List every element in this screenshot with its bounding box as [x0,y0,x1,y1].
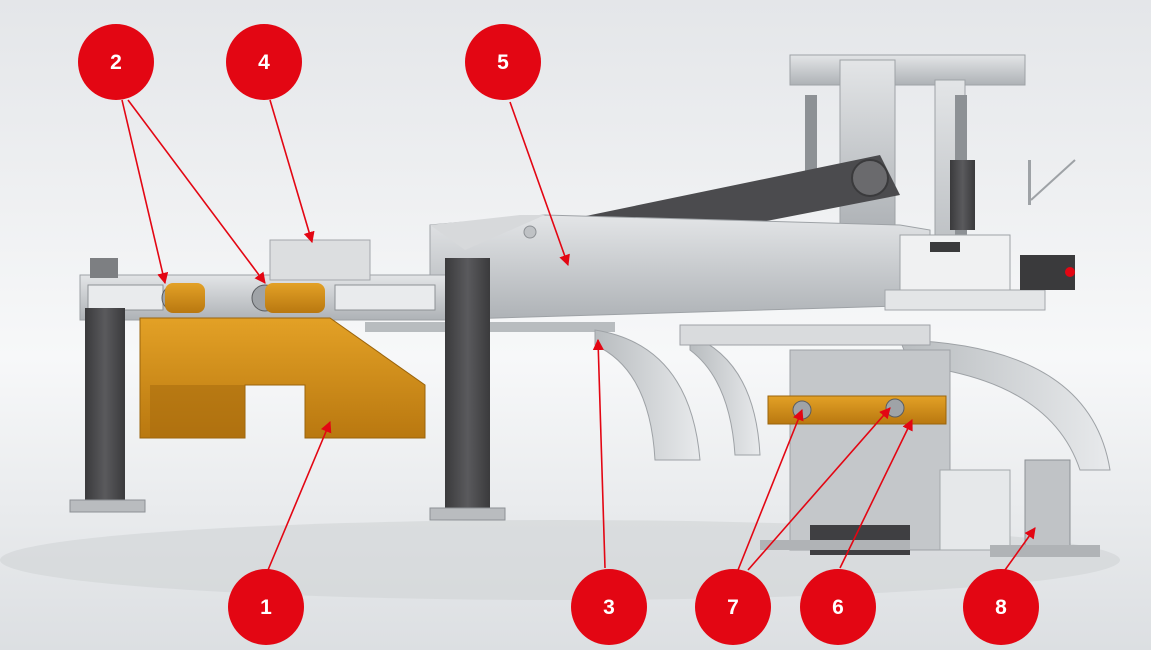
arrow-6 [839,418,913,569]
callout-1: 1 [228,569,304,645]
hinge-brackets [87,284,436,312]
arrow-2b [127,99,266,284]
control-box [884,234,1075,311]
callout-2: 2 [78,24,154,100]
callout-label-8: 8 [995,596,1007,619]
support-legs [69,258,506,521]
callout-label-5: 5 [497,51,509,74]
callout-3: 3 [571,569,647,645]
leader-arrows [121,99,1036,571]
arrow-7b [747,407,891,571]
callout-label-2: 2 [110,51,122,74]
arrow-7a [737,408,804,571]
orange-slide-plate [767,395,947,425]
callout-6: 6 [800,569,876,645]
callout-label-1: 1 [260,596,272,619]
arrow-1 [267,420,332,571]
orange-carriage [139,283,426,439]
arrow-2a [121,99,169,285]
callout-label-3: 3 [603,596,615,619]
arrow-3 [592,338,606,569]
rear-mechanism [679,324,1100,557]
callout-8: 8 [963,569,1039,645]
callout-label-6: 6 [832,596,844,619]
callout-4: 4 [226,24,302,100]
arrow-4 [269,99,315,244]
main-beam [429,214,931,321]
callout-label-7: 7 [727,596,739,619]
callout-5: 5 [465,24,541,100]
callout-label-4: 4 [258,51,270,74]
arrow-5 [509,101,570,267]
arm-pivot [851,159,889,197]
arrow-8 [1004,527,1036,571]
callout-7: 7 [695,569,771,645]
